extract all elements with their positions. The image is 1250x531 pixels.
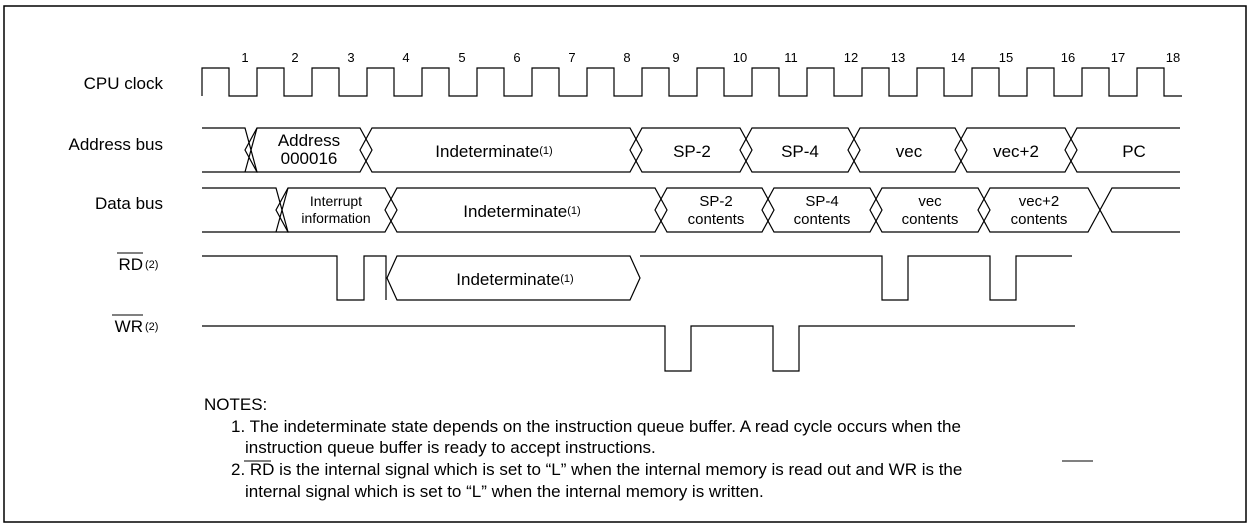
address-sp2-label: SP-2: [673, 142, 711, 161]
data-vec-line2: contents: [902, 211, 959, 228]
address-segment-pc: [1064, 127, 1180, 173]
cycle-number: 15: [999, 50, 1013, 65]
address-pc-label: PC: [1122, 142, 1146, 161]
cycle-number: 7: [568, 50, 575, 65]
label-wr-text: WR: [115, 317, 143, 336]
cycle-number: 12: [844, 50, 858, 65]
cycle-number: 5: [458, 50, 465, 65]
cycle-number: 1: [241, 50, 248, 65]
address-indeterminate-note: (1): [539, 145, 552, 157]
cycle-number: 13: [891, 50, 905, 65]
cycle-number: 3: [347, 50, 354, 65]
label-cpu-clock: CPU clock: [84, 74, 164, 93]
label-wr: WR (2): [112, 314, 158, 336]
address-segment-vec2: [954, 127, 1078, 173]
label-rd-text: RD: [118, 255, 143, 274]
cycle-number: 2: [291, 50, 298, 65]
data-indeterminate-text: Indeterminate: [463, 202, 567, 221]
data-vec2-line1: vec+2: [1019, 193, 1059, 210]
data-segment-sp4: [761, 187, 883, 233]
data-indeterminate-label: Indeterminate(1): [463, 202, 580, 221]
cycle-number: 10: [733, 50, 747, 65]
address-segment-address: [244, 127, 373, 173]
label-wr-note: (2): [145, 321, 158, 333]
notes-section: NOTES: 1. The indeterminate state depend…: [204, 395, 1093, 501]
note1-line1: 1. The indeterminate state depends on th…: [231, 417, 961, 436]
diagram-border: [3, 5, 1247, 523]
cycle-number: 14: [951, 50, 965, 65]
cycle-number: 18: [1166, 50, 1180, 65]
cycle-number: 9: [672, 50, 679, 65]
data-sp2-line1: SP-2: [699, 193, 732, 210]
data-segment-indeterminate: [384, 187, 668, 233]
address-label-line2: 000016: [281, 149, 338, 168]
cycle-number: 17: [1111, 50, 1125, 65]
cycle-number: 16: [1061, 50, 1075, 65]
address-sp4-label: SP-4: [781, 142, 819, 161]
note2-line1: 2. RD is the internal signal which is se…: [231, 460, 962, 479]
data-interrupt-line2: information: [301, 210, 370, 226]
note2-line2: internal signal which is set to “L” when…: [245, 482, 764, 501]
address-segment-sp2: [629, 127, 753, 173]
cpu-clock-waveform: [201, 67, 1182, 97]
cycle-numbers: 1 2 3 4 5 6 7 8 9 10 11 12 13 14 15 16 1…: [241, 50, 1180, 65]
data-sp2-line2: contents: [688, 211, 745, 228]
address-vec-label: vec: [896, 142, 923, 161]
wr-waveform: [202, 325, 1075, 372]
note1-line2: instruction queue buffer is ready to acc…: [245, 438, 656, 457]
notes-heading: NOTES:: [204, 395, 267, 414]
address-vec2-label: vec+2: [993, 142, 1039, 161]
data-sp4-line2: contents: [794, 211, 851, 228]
address-segment-sp4: [739, 127, 861, 173]
data-segment-vec: [869, 187, 991, 233]
label-rd-note: (2): [145, 259, 158, 271]
label-rd: RD (2): [117, 252, 158, 274]
data-bus-waveform: [202, 187, 1180, 233]
address-segment-vec: [847, 127, 968, 173]
data-interrupt-line1: Interrupt: [310, 193, 362, 209]
data-vec2-line2: contents: [1011, 211, 1068, 228]
address-label-line1: Address: [278, 131, 340, 150]
address-segment-indeterminate: [359, 127, 643, 173]
rd-waveform: [202, 255, 1072, 301]
rd-indeterminate-note: (1): [560, 273, 573, 285]
data-segment-vec2: [977, 187, 1101, 233]
rd-indeterminate-text: Indeterminate: [456, 270, 560, 289]
cycle-number: 11: [784, 50, 798, 65]
data-indeterminate-note: (1): [567, 205, 580, 217]
rd-indeterminate-label: Indeterminate(1): [456, 270, 573, 289]
data-vec-line1: vec: [918, 193, 942, 210]
cycle-number: 4: [402, 50, 409, 65]
address-indeterminate-text: Indeterminate: [435, 142, 539, 161]
label-address-bus: Address bus: [69, 135, 164, 154]
data-segment-interrupt: [275, 187, 398, 233]
label-data-bus: Data bus: [95, 194, 163, 213]
cycle-number: 6: [513, 50, 520, 65]
address-bus-waveform: [202, 127, 1180, 173]
data-sp4-line1: SP-4: [805, 193, 838, 210]
rd-segment-indeterminate: [386, 255, 641, 301]
cycle-number: 8: [623, 50, 630, 65]
address-indeterminate-label: Indeterminate(1): [435, 142, 552, 161]
data-segment-end: [1099, 187, 1180, 233]
data-segment-sp2: [654, 187, 775, 233]
